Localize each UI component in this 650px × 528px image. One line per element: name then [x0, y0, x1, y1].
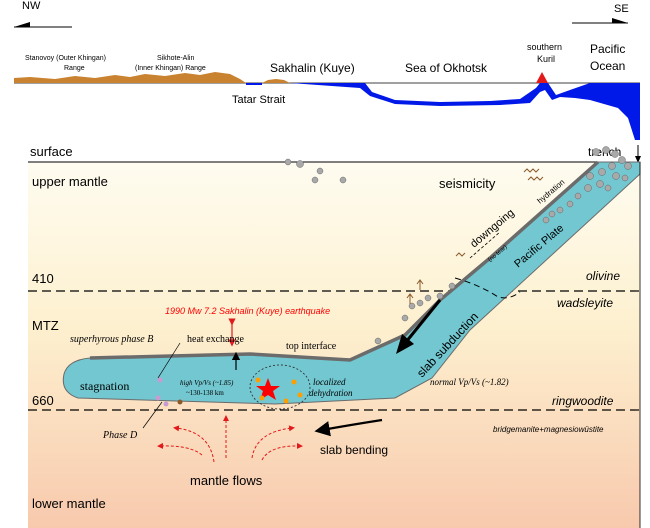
compass-nw: NW — [22, 0, 41, 12]
superhydrous-pointer — [157, 342, 181, 379]
depth-range-label: ~130-138 km — [186, 389, 224, 397]
trench-arrow — [635, 145, 641, 163]
bridgmanite-label: bridgemanite+magnesiowüstite — [493, 425, 604, 434]
slab-subduction-arrow — [396, 299, 442, 354]
phase-d-label: Phase D — [102, 430, 138, 441]
localized-label: localized — [313, 377, 346, 387]
superhydrous-label: superhyrous phase B — [70, 334, 153, 345]
tatar-strait-label: Tatar Strait — [232, 94, 285, 106]
kuril-label-2: Kuril — [537, 54, 555, 64]
ringwoodite-label: ringwoodite — [552, 394, 614, 408]
seismicity-label: seismicity — [439, 176, 496, 191]
dehydration-label: dehydration — [309, 388, 353, 398]
mtz-label: MTZ — [32, 318, 59, 333]
kuril-volcano-marker — [536, 72, 548, 83]
top-interface-label: top interface — [286, 341, 337, 352]
wadsleyite-label: wadsleyite — [557, 296, 613, 310]
slab-bending-arrow — [314, 418, 383, 437]
stanovoy-label: Stanovoy (Outer Khingan) — [25, 55, 106, 62]
lower-mantle-label: lower mantle — [32, 496, 106, 511]
compass-arrow-right — [572, 18, 628, 24]
phase-d-pointer — [142, 401, 163, 429]
compass-se: SE — [614, 3, 629, 15]
slab-bending-label: slab bending — [320, 443, 388, 457]
sea-of-okhotsk-label: Sea of Okhotsk — [405, 61, 488, 75]
dehydration-droplets — [155, 377, 303, 407]
kuril-label: southern — [527, 42, 562, 52]
sakhalin-land — [262, 79, 290, 83]
tear-line — [469, 231, 501, 259]
earthquake-star-icon — [256, 378, 280, 400]
high-vpvs-label: high Vp/Vs (~1.85) — [180, 379, 234, 387]
depth-660-label: 660 — [32, 393, 54, 408]
pacific-label: Pacific — [590, 42, 625, 56]
dehydration-zone-outline — [249, 364, 311, 410]
heat-exchange-label: heat exchange — [187, 334, 244, 345]
sakhalin-label: Sakhalin (Kuye) — [270, 61, 355, 75]
ocean-fill — [246, 83, 640, 140]
mantle-flow-arrows — [157, 415, 303, 463]
sikhote-label: Sikhote-Alin — [157, 55, 194, 62]
slab-internal-line — [454, 277, 521, 299]
slab-top-edge — [89, 160, 600, 362]
hydration-marks — [406, 168, 544, 304]
earthquake-label: 1990 Mw 7.2 Sakhalin (Kuye) earthquake — [165, 306, 330, 316]
upper-mantle-label: upper mantle — [32, 174, 108, 189]
stagnation-label: stagnation — [80, 379, 129, 393]
seismicity-cluster — [284, 146, 632, 345]
normal-vpvs-label: normal Vp/Vs (~1.82) — [430, 377, 509, 387]
pacific-label-2: Ocean — [590, 59, 625, 73]
compass-arrow-left — [14, 22, 72, 28]
olivine-label: olivine — [586, 269, 620, 283]
surface-label: surface — [30, 144, 73, 159]
stanovoy-label-2: Range — [64, 65, 85, 72]
mantle-flows-label: mantle flows — [190, 473, 263, 488]
land-profile — [14, 72, 246, 83]
sikhote-label-2: (Inner Khingan) Range — [135, 65, 206, 72]
depth-410-label: 410 — [32, 271, 54, 286]
